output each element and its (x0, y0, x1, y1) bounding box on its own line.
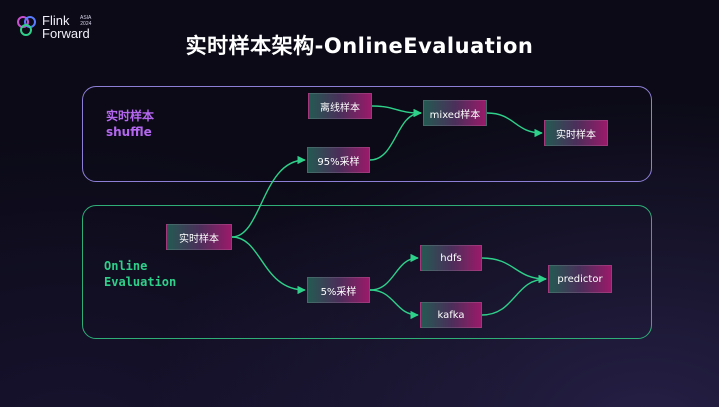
node-mixed-sample: mixed样本 (423, 100, 487, 126)
online-label-line1: Online (104, 259, 148, 273)
edge-realtime-to-5 (231, 236, 306, 295)
node-sample-95: 95%采样 (307, 147, 370, 173)
shuffle-label-line2: shuffle (106, 125, 152, 139)
node-realtime-sample-src: 实时样本 (166, 224, 232, 250)
edge-offline-to-mixed (371, 105, 422, 118)
online-group-label: Online Evaluation (104, 258, 176, 290)
edge-hdfs-to-predictor (481, 257, 547, 284)
shuffle-label-line1: 实时样本 (106, 109, 155, 123)
brand-line1: Flink (42, 13, 70, 28)
node-realtime-sample-out: 实时样本 (544, 120, 608, 146)
node-sample-5: 5%采样 (307, 277, 370, 303)
shuffle-group (82, 86, 652, 182)
edge-5-to-kafka (369, 289, 419, 320)
flink-logo-icon (17, 16, 36, 36)
node-kafka: kafka (420, 302, 482, 328)
online-label-line2: Evaluation (104, 275, 177, 289)
shuffle-group-label: 实时样本 shuffle (106, 108, 154, 140)
badge-line2: 2024 (80, 21, 92, 27)
page-title: 实时样本架构-OnlineEvaluation (185, 34, 534, 58)
edge-5-to-hdfs (369, 253, 419, 291)
flink-forward-logo: Flink Forward (16, 14, 90, 40)
edge-mixed-to-out (486, 112, 543, 138)
edge-realtime-to-95 (231, 155, 306, 238)
event-badge: ASIA 2024 (80, 15, 91, 27)
edge-95-to-mixed (369, 108, 422, 161)
node-predictor: predictor (548, 265, 612, 293)
node-offline-sample: 离线样本 (308, 93, 372, 119)
edge-kafka-to-predictor (481, 274, 547, 316)
brand-line2: Forward (42, 26, 90, 41)
badge-line1: ASIA (80, 15, 92, 21)
online-evaluation-group (82, 205, 652, 339)
node-hdfs: hdfs (420, 245, 482, 271)
